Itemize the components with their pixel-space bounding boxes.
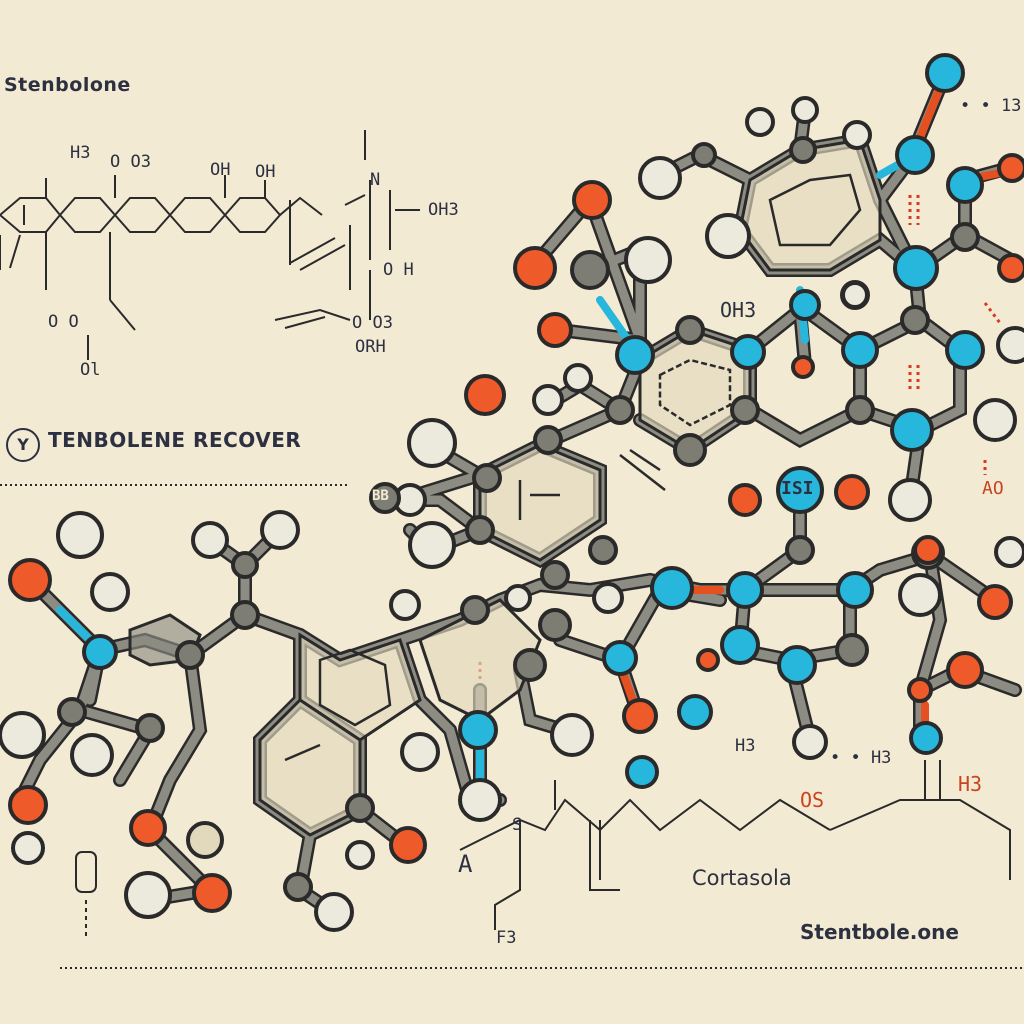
oh3-label-center: OH3: [720, 298, 757, 322]
stenbolone-one-label: Stentbole.one: [800, 920, 959, 944]
s-label: S: [512, 815, 523, 835]
si-label: ISI: [781, 478, 814, 499]
ring-inner-lines: [284, 173, 862, 762]
orh-label: ORH: [355, 337, 386, 357]
atoms: [0, 53, 1024, 932]
dots-h3-label: • • H3: [830, 748, 892, 768]
recover-label: TENBOLENE RECOVER: [48, 428, 302, 452]
h3-label-bottom: H3: [735, 736, 756, 756]
skeletal-structure: [0, 130, 420, 360]
h3-label-top: H3: [70, 143, 91, 163]
bb-label: BB: [372, 488, 389, 504]
ol-label: Ol: [80, 360, 101, 380]
oh-label-1: OH: [210, 160, 231, 180]
compound-symbol-icon: Y: [6, 428, 40, 462]
ao-label: AO: [982, 478, 1004, 499]
o-o3-label-2: O O3: [352, 313, 393, 333]
a-label: A: [458, 850, 473, 878]
aromatic-rings: [128, 138, 882, 837]
h3-label-red: H3: [958, 772, 983, 796]
cortasola-label: Cortasola: [692, 866, 792, 890]
n-label: N: [370, 170, 381, 190]
dots-13-label: • • 13: [960, 96, 1022, 116]
oh3-label: OH3: [428, 200, 459, 220]
o-h-label: O H: [383, 260, 414, 280]
o-o3-label: O O3: [110, 152, 151, 172]
title-stenbolone: Stenbolone: [4, 74, 131, 96]
oh-label-2: OH: [255, 162, 276, 182]
os-label: OS: [800, 788, 825, 812]
oo-label: O O: [48, 312, 79, 332]
bottom-skeletal-chain: [75, 760, 1011, 940]
f3-label: F3: [496, 928, 517, 948]
